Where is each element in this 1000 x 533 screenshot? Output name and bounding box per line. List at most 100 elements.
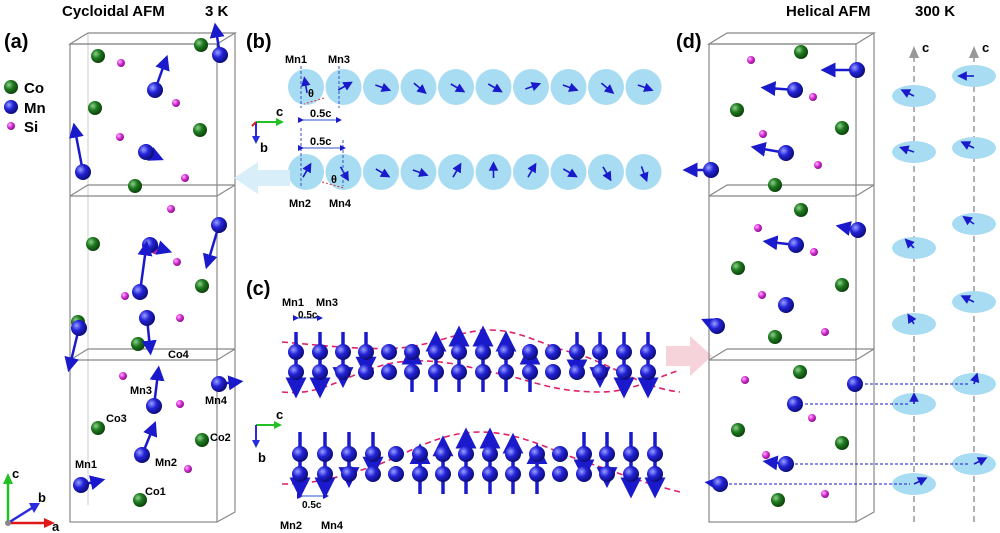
mn-atom-c — [623, 466, 639, 482]
mn-atom-c — [341, 446, 357, 462]
si-atom — [810, 248, 818, 256]
helix-spin — [899, 145, 915, 155]
mn-atom-c — [381, 364, 397, 380]
spin-b-bottom — [302, 162, 312, 178]
title-helical-temp: 300 K — [915, 3, 955, 20]
legend-mn-marker — [4, 100, 18, 114]
mn-atom — [134, 447, 150, 463]
mn-atom-c — [545, 364, 561, 380]
mn-atom-c — [616, 364, 632, 380]
mn-atom-c — [482, 466, 498, 482]
panel-c-axis-c: c — [276, 407, 283, 422]
mn-atom-c — [640, 344, 656, 360]
mn-atom-c — [529, 446, 545, 462]
label-c-mn4: Mn4 — [321, 520, 344, 532]
mn-atom-c — [381, 344, 397, 360]
si-atom — [762, 451, 770, 459]
spin-b-top — [562, 82, 579, 92]
label-c-mn2: Mn2 — [280, 520, 302, 532]
mn-atom — [847, 376, 863, 392]
mn-atom-c — [412, 446, 428, 462]
panel-d-atoms — [682, 45, 866, 507]
si-atom — [167, 205, 175, 213]
si-atom — [741, 376, 749, 384]
mn-atom-c — [475, 344, 491, 360]
helix-spin — [907, 313, 917, 325]
mn-atom — [703, 162, 719, 178]
label-mn1: Mn1 — [75, 459, 97, 471]
helix-spin — [900, 89, 915, 98]
co-atom — [91, 421, 105, 435]
co-atom — [731, 423, 745, 437]
co-atom — [730, 103, 744, 117]
mn-atom-c — [647, 446, 663, 462]
mn-atom-c — [482, 446, 498, 462]
helix-spin — [970, 372, 980, 385]
mn-atom — [147, 82, 163, 98]
mn-atom-c — [388, 446, 404, 462]
title-cycloidal-temp: 3 K — [205, 3, 229, 20]
spin-b-bottom — [562, 168, 578, 178]
mn-atom-c — [412, 466, 428, 482]
mn-atom-c — [458, 446, 474, 462]
mn-atom-c — [623, 446, 639, 462]
helix-axis-c1: c — [922, 40, 929, 55]
mn-atom — [787, 396, 803, 412]
legend-si-label: Si — [24, 119, 38, 136]
mn-atom — [787, 82, 803, 98]
si-atom — [176, 314, 184, 322]
helix-spin — [973, 457, 988, 466]
title-helical: Helical AFM — [786, 3, 870, 20]
helix-connectors — [724, 383, 970, 485]
label-b-mn4: Mn4 — [329, 198, 352, 210]
helix-spin — [960, 141, 975, 150]
legend-si-marker — [7, 122, 15, 130]
co-atom — [835, 278, 849, 292]
co-atom — [131, 337, 145, 351]
spin-b-top — [637, 82, 654, 92]
mn-atom-c — [576, 446, 592, 462]
mn-atom-c — [335, 344, 351, 360]
panel-c-axes: c b — [252, 407, 283, 465]
mn-atom-c — [522, 344, 538, 360]
spin-b-bottom — [639, 166, 649, 183]
panel-d-cells — [706, 32, 877, 523]
mn-atom-c — [358, 344, 374, 360]
si-atom — [116, 133, 124, 141]
si-atom — [172, 99, 180, 107]
mn-atom-c — [576, 466, 592, 482]
co-atom — [771, 493, 785, 507]
spin-b-top — [301, 76, 311, 94]
co-atom — [133, 493, 147, 507]
helix-spin — [962, 215, 975, 226]
mn-atom-c — [288, 364, 304, 380]
spin-b-top — [450, 83, 466, 93]
axis-c-label: c — [12, 466, 19, 481]
co-atom — [88, 101, 102, 115]
mn-atom-c — [435, 466, 451, 482]
mn-atom-c — [505, 446, 521, 462]
co-atom — [768, 330, 782, 344]
helix-spin — [904, 238, 915, 249]
mn-atom — [709, 318, 725, 334]
legend: Co Mn Si — [4, 80, 46, 136]
wave-bottom — [281, 431, 681, 493]
mn-atom-c — [435, 446, 451, 462]
si-atom — [176, 400, 184, 408]
mn-atom — [211, 217, 227, 233]
spin-b-top — [487, 83, 503, 93]
panel-a-atoms — [64, 22, 244, 507]
co-atom — [128, 179, 142, 193]
mn-atom-c — [317, 466, 333, 482]
label-co2: Co2 — [210, 432, 231, 444]
axes-triad: c b a — [3, 466, 60, 533]
label-b-theta-top: θ — [308, 88, 314, 100]
co-atom — [195, 279, 209, 293]
label-c-half-c-top: 0.5c — [298, 310, 318, 321]
label-b-mn2: Mn2 — [289, 198, 311, 210]
co-atom — [193, 123, 207, 137]
co-atom — [86, 237, 100, 251]
mn-atom — [211, 376, 227, 392]
panel-label-d: (d) — [676, 31, 702, 53]
